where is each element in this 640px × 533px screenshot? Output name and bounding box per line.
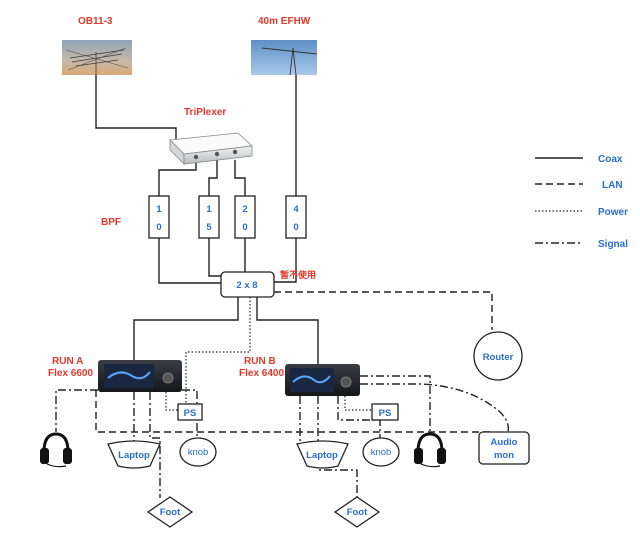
signal-radio-a-to-foot-a xyxy=(149,392,161,498)
coax-bpf15-to-switch xyxy=(208,238,221,277)
coax-triplexer-to-bpf20 xyxy=(234,160,246,196)
router-label: Router xyxy=(483,352,514,363)
headset-a-icon xyxy=(40,432,72,468)
knob-a-oval xyxy=(179,437,217,467)
bpf-40-bottom-digit: 0 xyxy=(293,222,298,233)
radio-b-line1: RUN B xyxy=(244,356,276,367)
knob-b-oval xyxy=(362,437,400,467)
power-radio-b-to-ps-b xyxy=(344,396,372,411)
efhw-antenna-photo xyxy=(251,40,318,76)
laptop-a-shape xyxy=(107,440,161,469)
bpf-10-top-digit: 1 xyxy=(156,204,162,215)
bpf-filter-40 xyxy=(285,195,307,239)
router-node xyxy=(473,331,523,381)
signal-radio-b-to-foot-b xyxy=(317,396,358,498)
foot-b-label: Foot xyxy=(347,507,368,518)
coax-bpf40-to-switch xyxy=(274,238,297,283)
bpf-40-top-digit: 4 xyxy=(293,204,299,215)
bpf-15-top-digit: 1 xyxy=(206,204,212,215)
bpf-filter-20 xyxy=(234,195,256,239)
ps-a-box xyxy=(177,403,203,421)
ps-b-box xyxy=(371,403,399,421)
power-radio-a-to-ps-a xyxy=(165,392,178,411)
switch-note: 暂不使用 xyxy=(280,269,316,281)
coax-bpf10-to-switch xyxy=(158,238,221,284)
radio-a-line1: RUN A xyxy=(52,356,83,367)
knob-a-label: knob xyxy=(188,447,209,458)
triplexer-label: TriPlexer xyxy=(184,107,226,118)
power-switch-to-ps-a xyxy=(185,297,251,404)
foot-a-diamond xyxy=(146,496,194,528)
bpf-filter-10 xyxy=(148,195,170,239)
radio-b-device xyxy=(285,364,360,396)
legend-power-label: Power xyxy=(598,207,628,218)
headset-b-icon xyxy=(414,432,446,468)
audio-mon-line1: Audio xyxy=(491,437,518,448)
legend-coax-label: Coax xyxy=(598,154,623,165)
ob11-antenna-label: OB11-3 xyxy=(78,16,113,27)
efhw-antenna-label: 40m EFHW xyxy=(258,16,311,27)
laptop-b-shape xyxy=(296,440,349,469)
signal-radio-b-to-headset-b xyxy=(360,375,431,434)
bpf-15-bottom-digit: 5 xyxy=(206,222,212,233)
laptop-b-label: Laptop xyxy=(306,450,338,461)
lan-switch-to-router xyxy=(274,291,493,330)
signal-radio-b-to-audio-mon xyxy=(360,383,510,433)
foot-b-diamond xyxy=(333,496,381,528)
legend-lan-label: LAN xyxy=(602,180,623,191)
signal-radio-a-to-headset-a xyxy=(55,389,114,432)
knob-b-label: knob xyxy=(371,447,392,458)
signal-radio-b-to-knob-b xyxy=(337,396,381,438)
bpf-20-top-digit: 2 xyxy=(242,204,247,215)
ob11-antenna-photo xyxy=(62,40,132,75)
bpf-label: BPF xyxy=(101,217,121,228)
coax-triplexer-to-bpf10 xyxy=(158,156,197,196)
radio-b-line2: Flex 6400 xyxy=(239,368,284,379)
coax-ob11-to-triplexer xyxy=(95,75,177,140)
legend-signal-label: Signal xyxy=(598,239,628,250)
lan-radio-a-to-radio-b xyxy=(95,390,494,433)
bpf-10-bottom-digit: 0 xyxy=(156,222,161,233)
ps-a-label: PS xyxy=(184,408,197,419)
laptop-a-label: Laptop xyxy=(118,450,150,461)
audio-mon-line2: mon xyxy=(494,450,514,461)
coax-switch-to-radio-b xyxy=(256,297,319,364)
coax-triplexer-to-bpf15 xyxy=(208,160,218,196)
radio-a-device xyxy=(98,360,182,392)
audio-mon-box xyxy=(478,431,530,465)
switch-label: 2 x 8 xyxy=(236,280,257,291)
triplexer-device xyxy=(169,132,253,165)
bpf-20-bottom-digit: 0 xyxy=(242,222,247,233)
antenna-switch-box xyxy=(220,271,275,298)
radio-a-line2: Flex 6600 xyxy=(48,368,93,379)
ps-b-label: PS xyxy=(379,408,392,419)
signal-radio-a-to-knob-a xyxy=(182,389,198,438)
coax-switch-to-radio-a xyxy=(133,297,239,360)
bpf-filter-15 xyxy=(198,195,220,239)
foot-a-label: Foot xyxy=(160,507,181,518)
